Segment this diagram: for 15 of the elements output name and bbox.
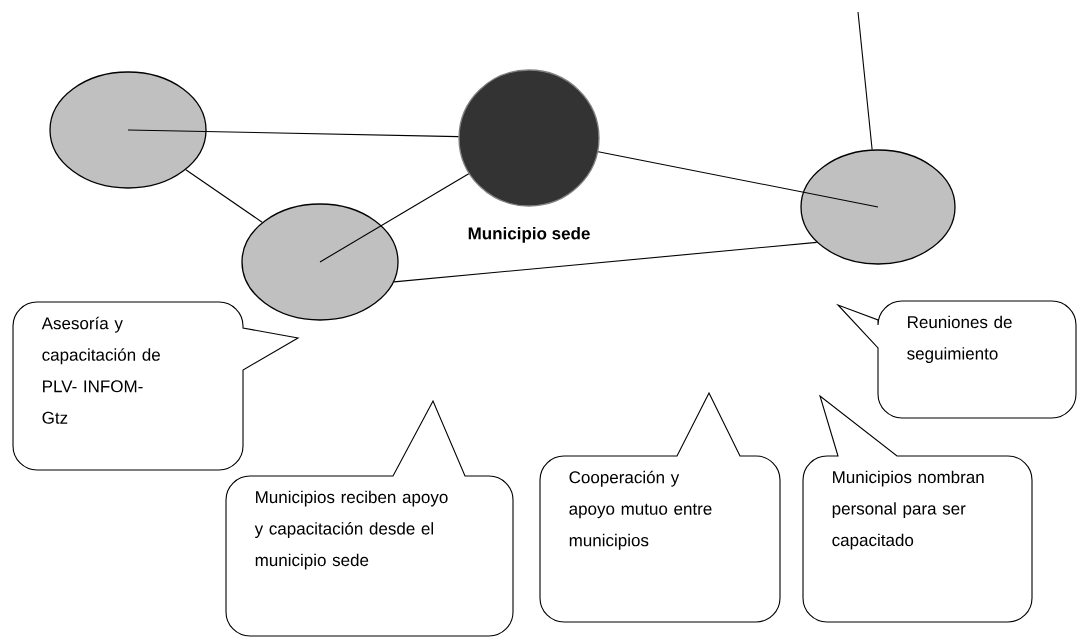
- speech-bubble: Reuniones de seguimiento: [837, 300, 1077, 419]
- connector-line: [857, 11, 873, 151]
- ellipse: [800, 149, 956, 265]
- connector-line: [127, 129, 459, 138]
- connector-line: [185, 169, 263, 223]
- connector-line: [319, 173, 470, 263]
- connector-line: [597, 151, 879, 208]
- speech-bubble: Asesoría y capacitación de PLV- INFOM-Gtz: [12, 301, 299, 471]
- node-label: Municipio sede: [468, 226, 590, 243]
- speech-bubble: Cooperación y apoyo mutuo entre municipios: [539, 392, 781, 623]
- speech-bubble: Municipios reciben apoyo y capacitación desde el municipio sede: [225, 400, 514, 637]
- ellipse: [241, 203, 399, 321]
- ellipse: [49, 71, 207, 189]
- speech-bubble: Municipios nombran personal para ser capacitado: [802, 395, 1033, 623]
- connector-line: [393, 241, 818, 283]
